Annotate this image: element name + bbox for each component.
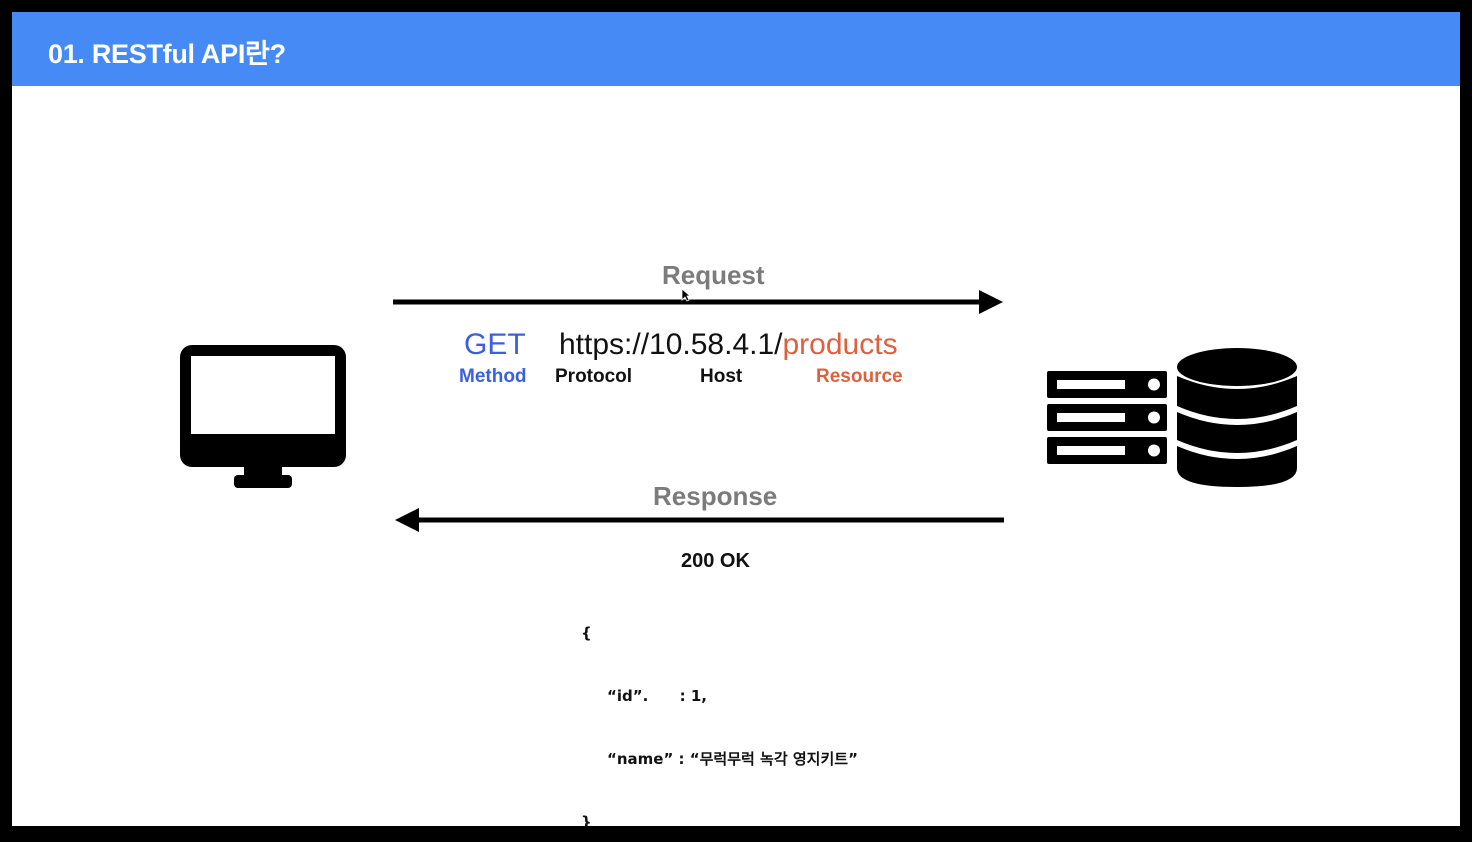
request-label: Request [662, 260, 765, 290]
slide-title: 01. RESTful API란? [48, 39, 286, 69]
request-url: https://10.58.4.1/products [559, 328, 898, 362]
desktop-monitor-icon [180, 345, 346, 488]
json-line: “name” : “무럭무럭 녹각 영지키트” [607, 750, 858, 768]
protocol-caption: Protocol [555, 366, 633, 387]
http-method: GET [464, 328, 526, 361]
method-caption: Method [459, 366, 527, 387]
response-label: Response [653, 481, 778, 511]
title-bar: 01. RESTful API란? [12, 12, 1460, 86]
response-body: { “id”. : 1, “name” : “무럭무럭 녹각 영지키트” } [581, 581, 858, 826]
json-line: “id”. : 1, [607, 687, 707, 705]
request-arrow [393, 290, 1003, 314]
url-resource-part: products [782, 328, 898, 361]
json-line: } [581, 813, 592, 826]
server-database-icon [1047, 348, 1297, 487]
json-line: { [581, 624, 592, 642]
host-caption: Host [700, 366, 743, 387]
url-host-part: https://10.58.4.1/ [559, 328, 783, 361]
mouse-cursor-icon [681, 288, 692, 302]
resource-caption: Resource [816, 366, 903, 387]
response-arrow [395, 508, 1004, 532]
slide: 01. RESTful API란? Request [12, 12, 1460, 826]
response-status: 200 OK [681, 550, 750, 572]
